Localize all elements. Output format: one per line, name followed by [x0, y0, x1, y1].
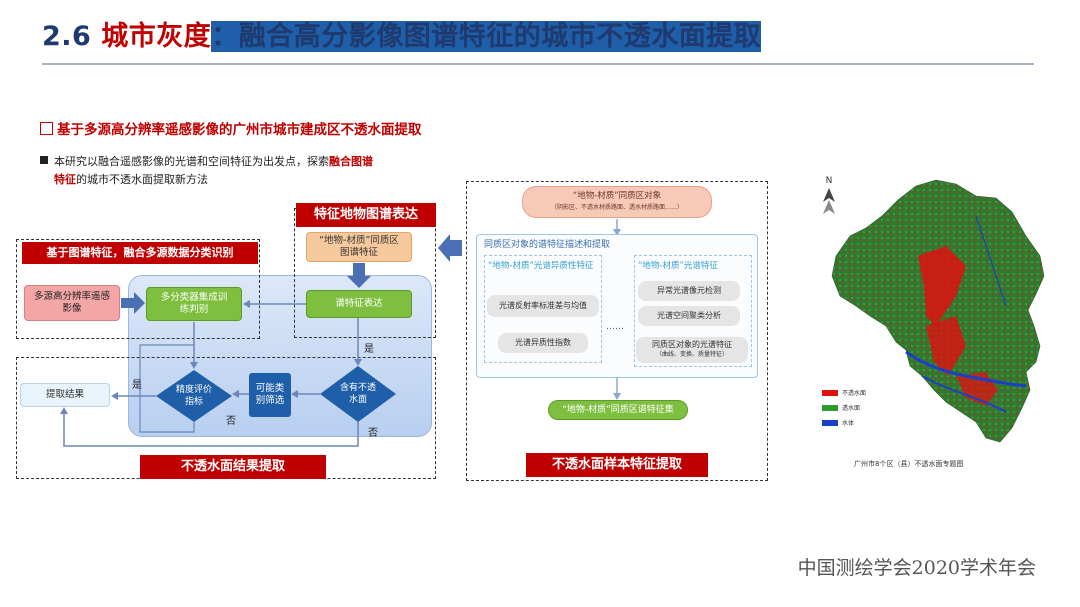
bullet-text-b: 的城市不透水面提取新方法 — [76, 173, 208, 186]
north-arrow-icon — [823, 188, 835, 214]
legend-label-impervious: 不透水面 — [842, 390, 867, 397]
legend-swatch-water — [822, 419, 838, 426]
map-caption: 广州市8个区（县）不透水面专题图 — [854, 460, 964, 468]
ellipsis: …… — [606, 322, 624, 332]
legend-swatch-pervious — [822, 404, 838, 411]
title-rest: 融合高分影像图谱特征的城市不透水面提取 — [238, 21, 762, 52]
left-item-std-mean: 光谱反射率标准差与均值 — [487, 295, 599, 317]
homogeneous-object-title: “地物-材质”同质区对象 — [572, 191, 662, 201]
yes-label-accuracy: 是 — [132, 380, 142, 391]
block-arrow-object-to-spectral — [347, 263, 371, 288]
arrowhead-accuracy — [190, 362, 198, 369]
subtitle-text: 基于多源高分辨率遥感影像的广州市城市建成区不透水面提取 — [57, 122, 422, 138]
right-group-title: “地物-材质”光谱特征 — [638, 261, 718, 271]
feature-set-node: “地物-材质”同质区谱特征集 — [548, 400, 688, 420]
river-main — [905, 350, 1027, 388]
right-item-3-sub: （曲线、变换、质量特征） — [655, 351, 728, 358]
legend-water: 水体 — [822, 418, 866, 427]
classifier-node: 多分类器集成训练判别 — [146, 287, 242, 321]
impervious-cluster-north — [918, 246, 966, 326]
bullet-text-a: 本研究以融合遥感影像的光谱和空间特征为出发点，探索 — [54, 155, 329, 168]
checkbox-square-icon — [40, 121, 53, 135]
bullet-paragraph: 本研究以融合遥感影像的光谱和空间特征为出发点，探索融合图谱 特征的城市不透水面提… — [40, 153, 460, 189]
sample-feature-frame — [466, 181, 768, 481]
classification-label: 基于图谱特征，融合多源数据分类识别 — [22, 242, 258, 264]
loop-accuracy-no — [139, 344, 195, 433]
right-item-3-title: 同质区对象的光谱特征 — [652, 340, 732, 349]
left-group-box — [484, 255, 602, 363]
bullet-highlight-b: 特征 — [54, 173, 76, 186]
classification-frame — [16, 239, 260, 339]
homogeneous-object-node: “地物-材质”同质区对象 （阴影区、不透水材质路面、透水材质路面……） — [522, 186, 712, 218]
title-divider — [42, 63, 1034, 65]
accuracy-decision-diamond — [156, 370, 232, 422]
legend-pervious: 透水面 — [822, 403, 866, 412]
title-highlight: 城市灰度 — [101, 21, 212, 52]
impervious-cluster-center — [926, 316, 966, 376]
arrowhead-panel — [613, 229, 621, 236]
spectral-panel-title: 同质区对象的谱特征描述和提取 — [484, 240, 611, 250]
right-item-object-features: 同质区对象的光谱特征 （曲线、变换、质量特征） — [636, 337, 748, 363]
title-number: 2.6 — [42, 21, 102, 52]
page-title: 2.6 城市灰度：融合高分影像图谱特征的城市不透水面提取 — [42, 14, 762, 53]
right-item-anomaly: 异常光谱像元检测 — [638, 281, 740, 301]
result-node: 提取结果 — [20, 383, 110, 407]
no-label-accuracy: 否 — [226, 416, 236, 427]
north-label: N — [825, 176, 833, 186]
arrowhead-impervious — [354, 359, 362, 366]
arrowhead-bottom — [613, 393, 621, 400]
right-item-cluster: 光谱空间聚类分析 — [638, 306, 740, 326]
legend-swatch-impervious — [822, 389, 838, 396]
impervious-check-label: 含有不透水面 — [339, 383, 376, 405]
spectral-expression-node: 谱特征表达 — [306, 290, 412, 318]
legend-label-pervious: 透水面 — [842, 405, 861, 412]
yes-label-impervious: 是 — [364, 344, 374, 355]
block-arrow-input — [121, 292, 145, 314]
block-arrow-right-to-left — [438, 234, 462, 262]
result-label: 不透水面结果提取 — [140, 455, 326, 479]
left-item-heterogeneity: 光谱异质性指数 — [498, 333, 588, 353]
homogeneous-object-sub: （阴影区、不透水材质路面、透水材质路面……） — [550, 204, 683, 211]
feature-label: 特征地物图谱表达 — [296, 203, 436, 227]
sample-feature-label: 不透水面样本特征提取 — [526, 453, 708, 477]
category-filter-node: 可能类别筛选 — [249, 373, 291, 417]
map-legend: 不透水面 透水面 水体 — [822, 388, 866, 427]
loop-impervious-no — [63, 412, 359, 447]
arrowhead-result-up — [60, 407, 68, 414]
arrowhead-to-classifier — [243, 300, 250, 308]
left-group-title: “地物-材质”光谱异质性特征 — [488, 261, 594, 271]
arrowhead-to-accuracy — [232, 390, 239, 398]
arrowhead-filter — [291, 390, 298, 398]
object-feature-node: “地物-材质”同质区图谱特征 — [306, 232, 412, 262]
arrowhead-result — [111, 392, 118, 400]
accuracy-node-label: 精度评价指标 — [175, 385, 212, 407]
bullet-highlight-a: 融合图谱 — [329, 155, 373, 168]
title-colon: ： — [211, 21, 239, 52]
bullet-square-icon — [40, 156, 48, 164]
conference-footer: 中国测绘学会2020学术年会 — [797, 557, 1036, 579]
legend-impervious: 不透水面 — [822, 388, 866, 397]
north-arrow: N — [821, 176, 837, 216]
river-north — [975, 215, 1007, 307]
no-label-impervious: 否 — [368, 428, 378, 439]
right-group-box — [634, 255, 752, 367]
river-branch — [921, 375, 1007, 413]
subtitle: 基于多源高分辨率遥感影像的广州市城市建成区不透水面提取 — [40, 118, 422, 138]
impervious-decision-diamond — [320, 366, 396, 422]
input-imagery-node: 多源高分辨率遥感影像 — [24, 285, 120, 321]
legend-label-water: 水体 — [842, 420, 855, 427]
guangzhou-impervious-map — [831, 179, 1045, 443]
